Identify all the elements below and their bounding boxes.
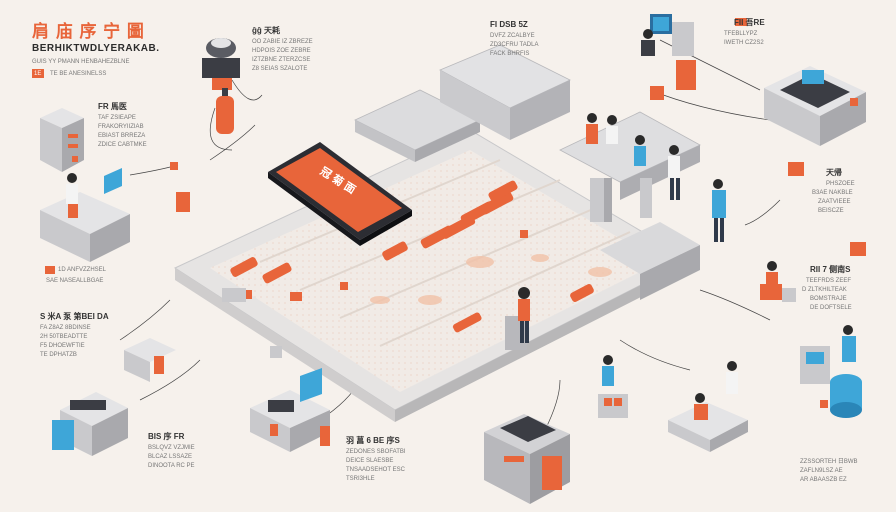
left-middle-items <box>124 288 282 382</box>
floor-platform <box>173 129 692 422</box>
worker-right-mid <box>760 261 796 302</box>
header-badge-text: 1E <box>34 71 42 77</box>
orange-blocks <box>230 180 594 333</box>
printer-bottom-center <box>484 414 570 504</box>
machine-bottom-left <box>250 368 330 452</box>
server-rack-left <box>40 108 84 172</box>
header-tagline: GUIS YY PMANN HENBAHEZBLNE <box>32 59 130 65</box>
accent-marks <box>45 18 866 274</box>
header-index-line: TE BE ANESINELSS <box>50 71 107 77</box>
machine-bottom-right <box>800 325 862 418</box>
printer-top-right <box>764 66 866 146</box>
workers-bottom-right <box>598 355 748 452</box>
orange-tank <box>216 88 234 134</box>
floor-scribbles <box>370 254 612 305</box>
desk-worker-left <box>40 168 190 262</box>
central-worker <box>505 287 530 350</box>
upper-structures <box>354 44 701 300</box>
server-bottom-left <box>52 392 128 456</box>
header-subtitle: BERHIKTWDLYERAKAB. <box>32 43 160 54</box>
header-title: 肩 庙 序 宁 圖 <box>32 22 145 41</box>
workstation-top-right <box>641 14 696 100</box>
header-badge <box>32 69 44 78</box>
workers-right <box>586 113 726 242</box>
robot-vacuum <box>202 38 240 90</box>
phone-device <box>268 142 412 246</box>
